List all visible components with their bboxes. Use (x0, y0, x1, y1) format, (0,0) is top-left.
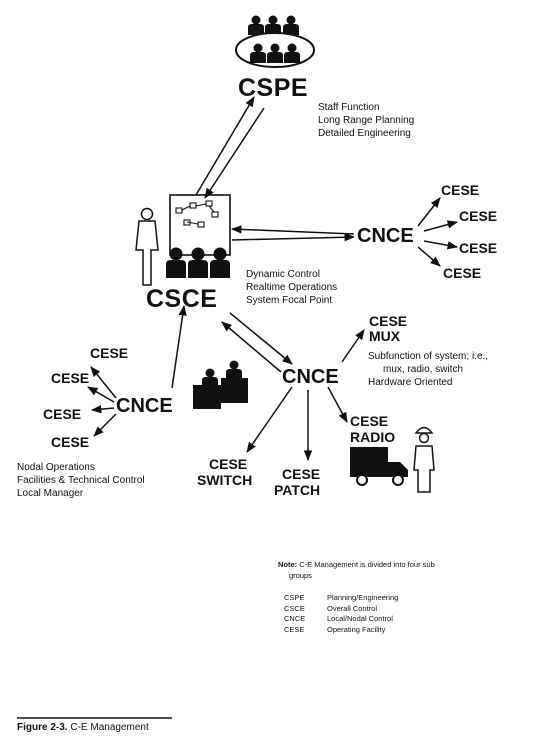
function-line: Local Manager (17, 488, 84, 499)
cese-patch-label: CESE PATCH (274, 466, 321, 498)
note-legend: CSPE Planning/Engineering CSCE Overall Con… (284, 593, 398, 635)
node-cnce-mid: CNCE (282, 366, 339, 388)
note-text-cont: groups (289, 570, 312, 580)
local-operators-icon (193, 360, 248, 409)
cese-label: CESE (43, 406, 82, 422)
mux-line: MUX (369, 328, 401, 344)
node-cnce-right: CNCE (357, 225, 414, 247)
cese-label: CESE (51, 434, 90, 450)
cese-label: CESE (90, 345, 129, 361)
function-line: System Focal Point (246, 295, 333, 306)
note-label: Note: (278, 560, 298, 569)
nodal-functions: Nodal Operations Facilities & Technical … (17, 461, 145, 500)
function-line: Detailed Engineering (318, 128, 411, 139)
subfunction-line: mux, radio, switch (383, 364, 464, 375)
function-line: Staff Function (318, 102, 380, 113)
patch-line: PATCH (274, 482, 321, 498)
legend-code: CSCE (284, 603, 305, 613)
legend-row: CSCE Overall Control (284, 604, 398, 615)
switch-line: SWITCH (197, 472, 253, 488)
function-line: Long Range Planning (318, 115, 415, 126)
node-cnce-left: CNCE (116, 395, 173, 417)
function-line: Nodal Operations (17, 462, 95, 473)
radio-truck-icon (350, 447, 408, 486)
legend-row: CNCE Local/Nodal Control (284, 614, 398, 625)
caption-label: Figure 2-3. (17, 722, 68, 733)
legend-row: CSPE Planning/Engineering (284, 593, 398, 604)
cese-line: CESE (282, 466, 321, 482)
cese-line: CESE (369, 313, 408, 329)
cspe-group-icon (235, 15, 315, 68)
cese-label: CESE (459, 208, 498, 224)
supervisor-figure-icon (135, 207, 159, 286)
legend-row: CESE Operating Facility (284, 625, 398, 636)
legend-desc: Local/Nodal Control (327, 614, 393, 623)
cese-label: CESE (51, 370, 90, 386)
legend-desc: Overall Control (327, 603, 378, 613)
cese-label: CESE (443, 265, 482, 281)
cese-label: CESE (441, 182, 480, 198)
cese-line: CESE (350, 413, 389, 429)
note-block: Note: C-E Management is divided into fou… (278, 560, 435, 635)
function-line: Realtime Operations (246, 282, 338, 293)
function-line: Dynamic Control (246, 269, 320, 280)
node-csce: CSCE (146, 285, 218, 313)
subfunction-line: Subfunction of system; i.e., (368, 351, 489, 362)
radio-line: RADIO (350, 429, 396, 445)
csce-functions: Dynamic Control Realtime Operations Syst… (246, 268, 337, 307)
function-line: Facilities & Technical Control (17, 475, 145, 486)
cese-radio-label: CESE RADIO (350, 413, 395, 445)
node-cspe: CSPE (238, 74, 309, 102)
cese-line: CESE (209, 456, 248, 472)
legend-code: CESE (284, 624, 305, 634)
figure-caption: Figure 2-3. C-E Management (17, 722, 149, 733)
legend-code: CNCE (284, 614, 306, 623)
control-room-icon (166, 194, 231, 278)
cese-label: CESE (459, 240, 498, 256)
note-text: C-E Management is divided into four sub (299, 560, 435, 569)
legend-desc: Operating Facility (327, 624, 386, 634)
cese-mux-label: CESE MUX (369, 314, 407, 344)
radio-operator-figure-icon (413, 426, 435, 493)
subfunction-line: Hardware Oriented (368, 377, 453, 388)
caption-text: C-E Management (70, 722, 149, 733)
legend-code: CSPE (284, 593, 305, 602)
mux-subfunction: Subfunction of system; i.e., mux, radio,… (368, 350, 488, 389)
legend-desc: Planning/Engineering (327, 593, 399, 602)
cspe-functions: Staff Function Long Range Planning Detai… (318, 101, 414, 140)
cese-switch-label: CESE SWITCH (197, 456, 252, 488)
